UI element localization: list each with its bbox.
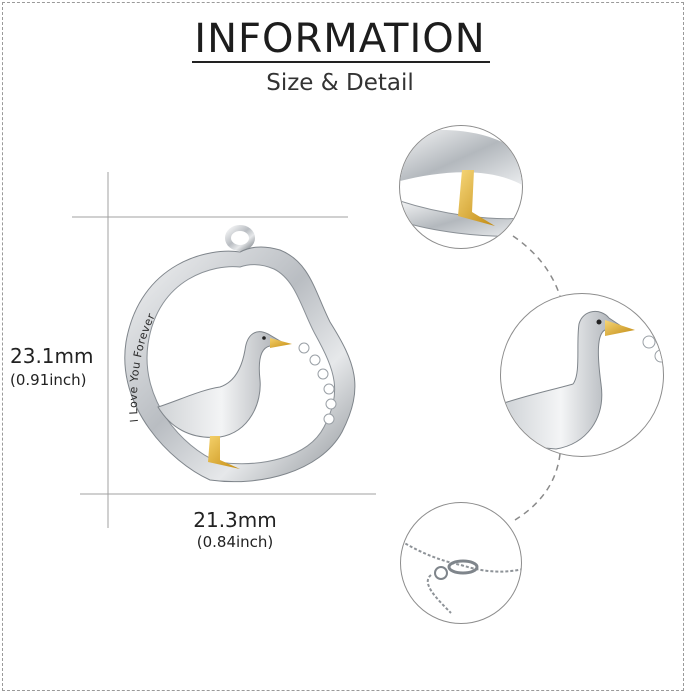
width-mm-label: 21.3mm bbox=[193, 508, 277, 532]
height-mm-label: 23.1mm bbox=[10, 344, 94, 368]
detail-circle-feet bbox=[399, 125, 523, 249]
title-underline bbox=[192, 61, 490, 63]
height-inch-label: (0.91inch) bbox=[10, 371, 87, 389]
goose-heart-pendant: I Love You Forever bbox=[124, 225, 356, 483]
detail-circle-goose-head bbox=[500, 293, 664, 457]
width-inch-label: (0.84inch) bbox=[196, 533, 274, 551]
page-subtitle: Size & Detail bbox=[266, 70, 414, 96]
page-title: INFORMATION bbox=[194, 16, 486, 62]
detail-circle-chain-clasp bbox=[400, 502, 522, 624]
